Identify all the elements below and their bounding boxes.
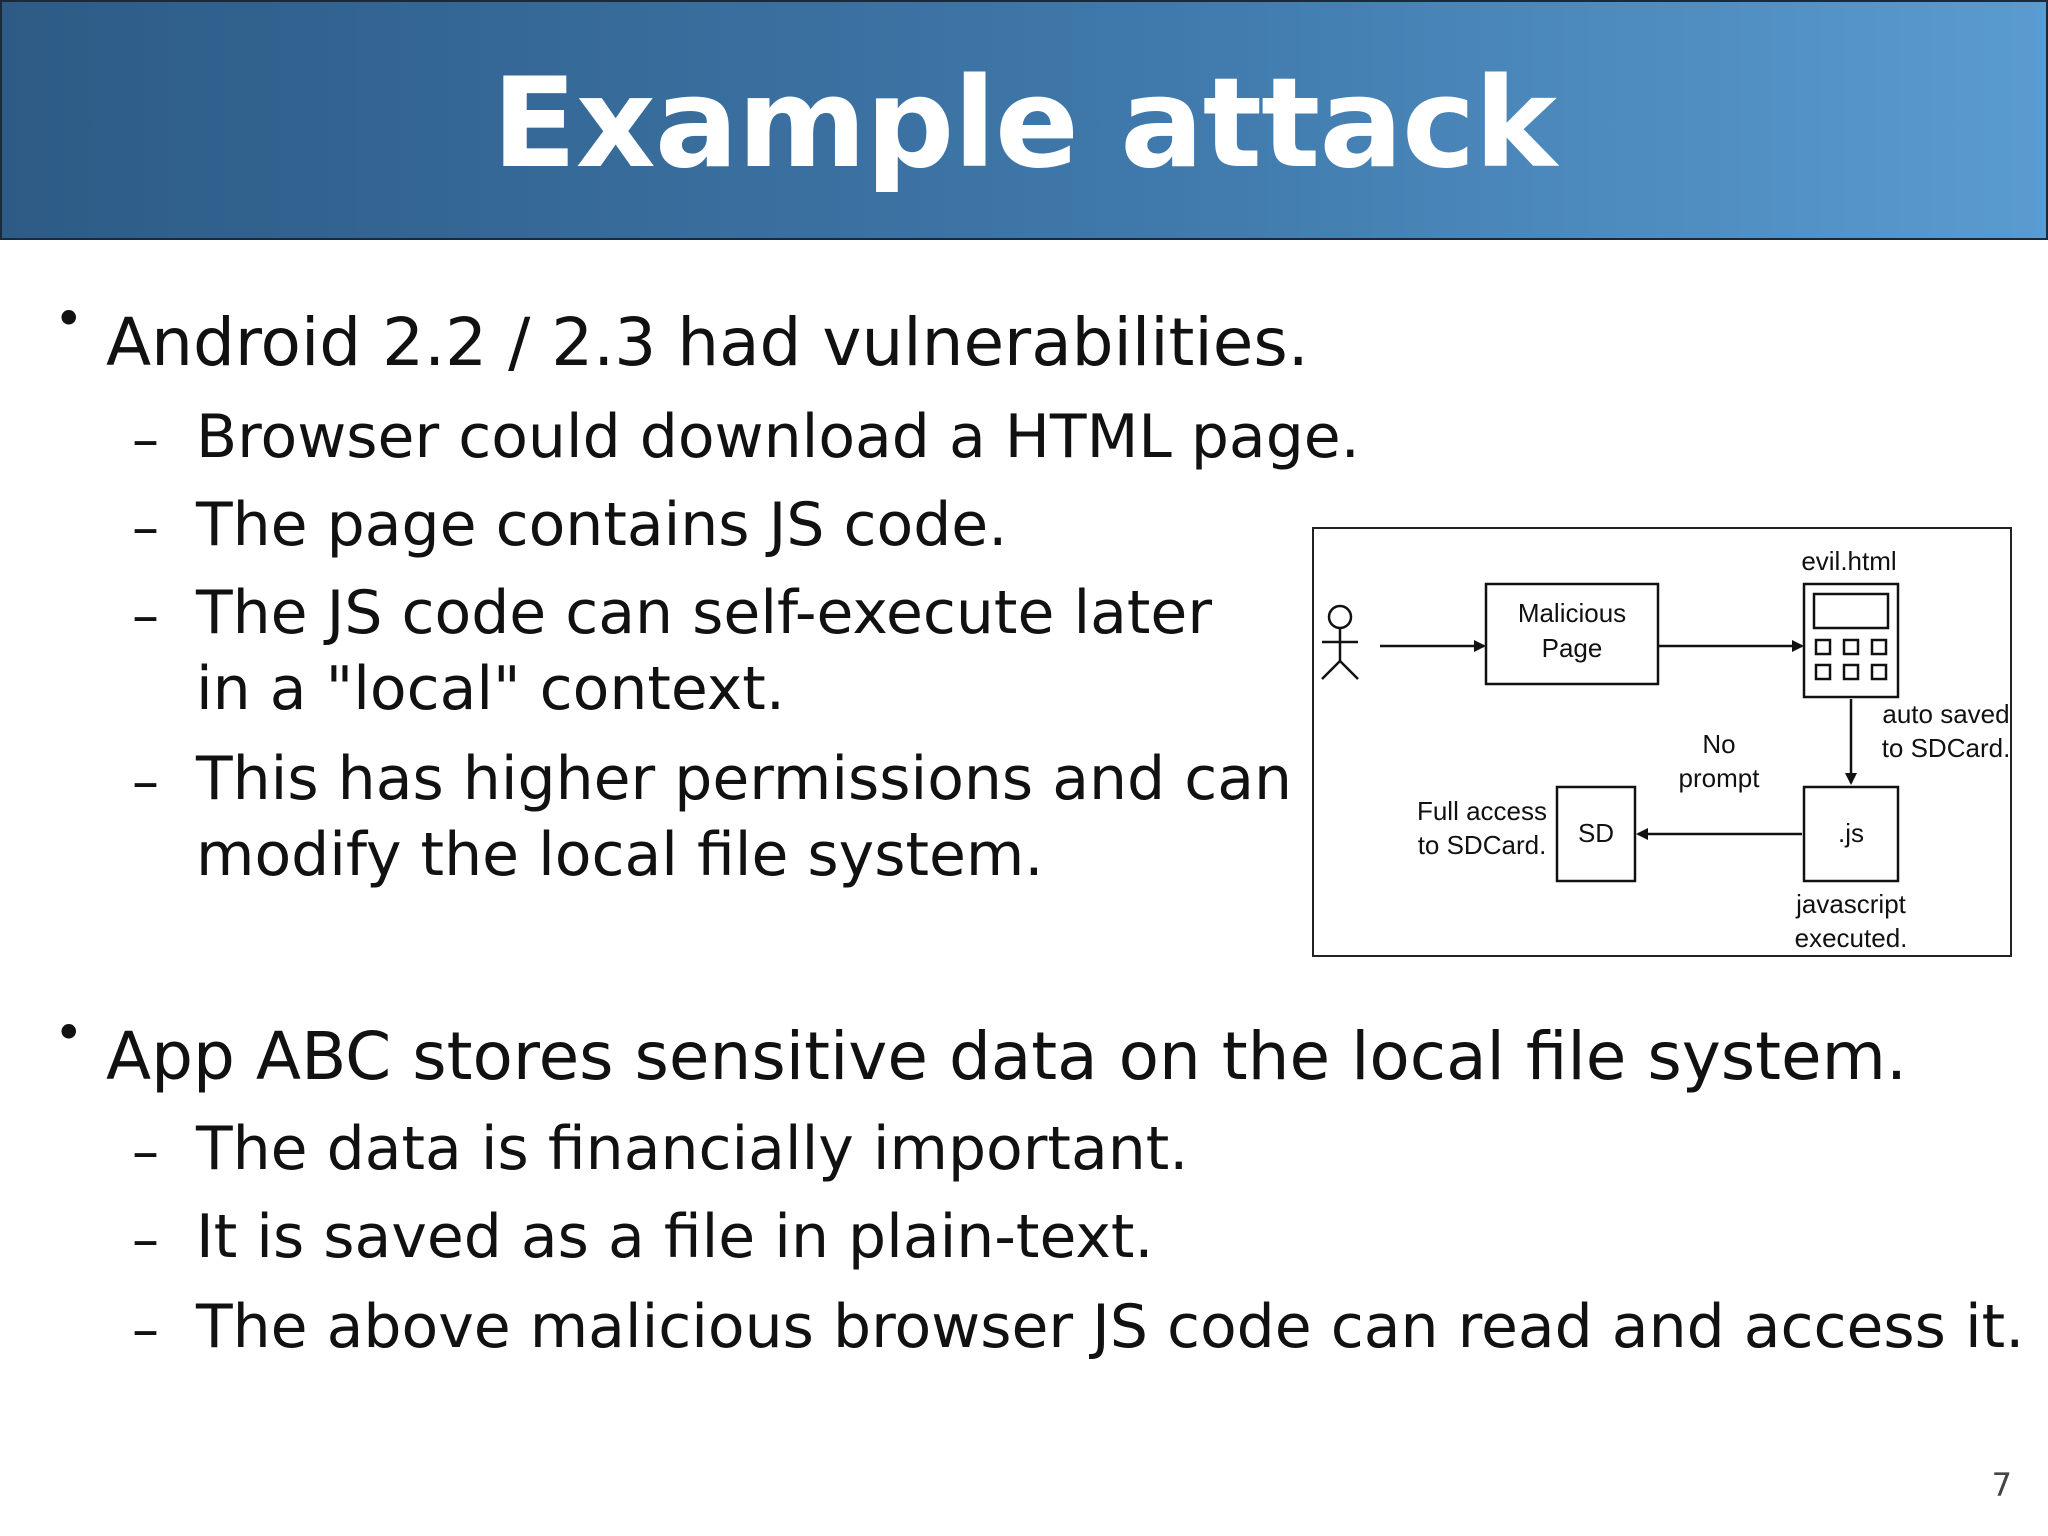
full-access-label: Full access [1417,796,1547,826]
sub-bullet-text: It is saved as a file in plain-text. [196,1202,1154,1272]
slide-title: Example attack [492,52,1557,196]
dash-marker: – [132,496,159,559]
sub-bullet-text: The data is financially important. [196,1114,1189,1184]
js-executed-label: executed. [1795,923,1908,953]
sub-bullet-text: The above malicious browser JS code can … [196,1292,2025,1362]
malicious-page-label: Malicious [1518,598,1626,628]
dash-marker: – [132,1298,159,1361]
dash-marker: – [132,584,159,647]
bullet-text: Android 2.2 / 2.3 had vulnerabilities. [106,304,1309,381]
dash-marker: – [132,1208,159,1271]
sub-bullet-text: The JS code can self-execute later [196,578,1212,648]
js-file-label: .js [1838,818,1864,848]
malicious-page-label: Page [1542,633,1603,663]
no-prompt-label: No [1702,729,1735,759]
sd-card-box [1555,785,1637,883]
evil-html-label: evil.html [1801,546,1896,576]
full-access-label: to SDCard. [1418,830,1547,860]
bullet-marker: • [54,1004,84,1062]
sub-bullet-text-continued: modify the local file system. [196,820,1044,890]
bullet-marker: • [54,290,84,348]
auto-saved-label: auto saved [1882,699,2009,729]
no-prompt-label: prompt [1679,763,1761,793]
sub-bullet-text-continued: in a "local" context. [196,654,785,724]
bullet-text: App ABC stores sensitive data on the loc… [106,1018,1907,1095]
dash-marker: – [132,1120,159,1183]
title-bar: Example attack [0,0,2048,240]
sd-card-label: SD [1578,818,1614,848]
attack-flow-diagram: Malicious Page evil.html auto saved to S… [1321,546,2011,953]
dash-marker: – [132,408,159,471]
malicious-page-box [1484,582,1660,686]
js-executed-label: javascript [1795,889,1907,919]
page-number: 7 [1991,1466,2012,1504]
sub-bullet-text: This has higher permissions and can [196,744,1292,814]
dash-marker: – [132,750,159,813]
js-file-box [1802,785,1900,883]
user-icon [1321,604,1359,680]
attack-diagram: Malicious Page evil.html auto saved to S… [1312,527,2012,957]
sub-bullet-text: The page contains JS code. [196,490,1008,560]
auto-saved-label: to SDCard. [1882,733,2011,763]
phone-icon [1802,582,1900,699]
sub-bullet-text: Browser could download a HTML page. [196,402,1360,472]
